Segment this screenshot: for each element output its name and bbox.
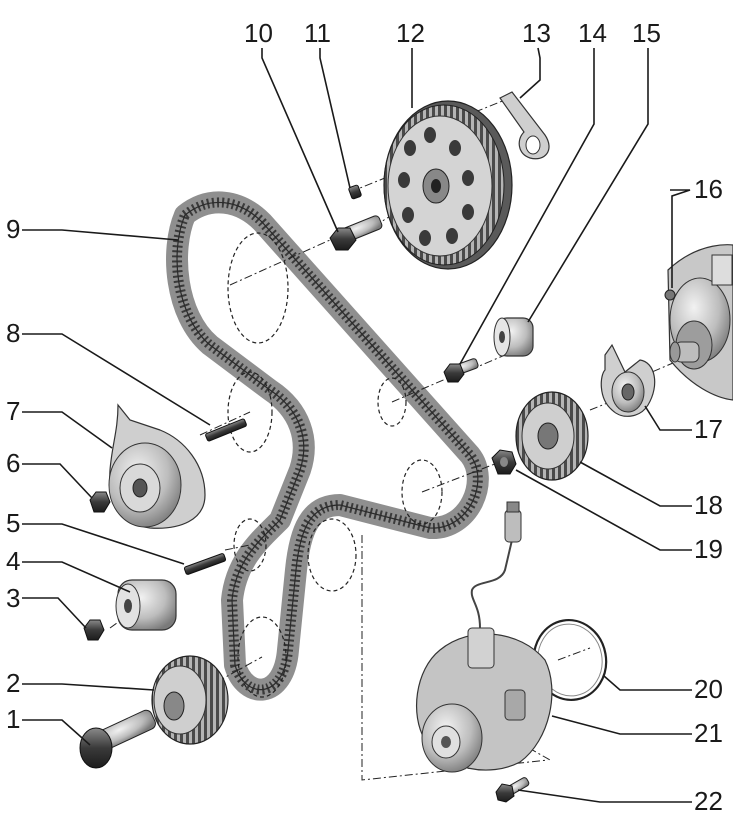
bolt-10 xyxy=(329,215,383,251)
timing-belt xyxy=(166,191,489,701)
nut-3 xyxy=(83,619,105,641)
callout-12: 12 xyxy=(396,18,425,48)
phantom-circles xyxy=(227,232,443,698)
camshaft-sprocket-12 xyxy=(383,100,513,270)
callout-21: 21 xyxy=(694,718,723,748)
callout-9: 9 xyxy=(6,214,21,244)
bolt-11 xyxy=(348,184,362,200)
tensioner-pulley-7 xyxy=(108,403,206,529)
leader-lines xyxy=(22,47,692,803)
callout-10: 10 xyxy=(244,18,273,48)
pump-sprocket-18 xyxy=(515,391,589,481)
callout-8: 8 xyxy=(6,318,21,348)
crankshaft-bolt-1 xyxy=(79,709,156,769)
pump-hub-17 xyxy=(600,343,656,417)
callout-3: 3 xyxy=(6,583,21,613)
callout-7: 7 xyxy=(6,396,21,426)
callout-14: 14 xyxy=(578,18,607,48)
callout-6: 6 xyxy=(6,448,21,478)
holder-13 xyxy=(499,91,550,160)
callout-20: 20 xyxy=(694,674,723,704)
idler-roller-4 xyxy=(115,579,177,631)
bolt-14 xyxy=(443,358,479,383)
callout-13: 13 xyxy=(522,18,551,48)
callout-16: 16 xyxy=(694,174,723,204)
callout-17: 17 xyxy=(694,414,723,444)
callout-1: 1 xyxy=(6,704,21,734)
callout-22: 22 xyxy=(694,786,723,816)
crankshaft-sprocket-2 xyxy=(151,655,229,745)
callout-2: 2 xyxy=(6,668,21,698)
bolt-22 xyxy=(495,777,530,803)
callout-15: 15 xyxy=(632,18,661,48)
idler-roller-15 xyxy=(493,317,534,357)
callout-4: 4 xyxy=(6,546,21,576)
callout-5: 5 xyxy=(6,508,21,538)
callout-18: 18 xyxy=(694,490,723,520)
callout-19: 19 xyxy=(694,534,723,564)
stud-8 xyxy=(205,418,247,442)
callout-11: 11 xyxy=(304,18,331,48)
high-pressure-pump-16 xyxy=(664,244,733,401)
nut-6 xyxy=(89,491,111,513)
pump-assembly-21 xyxy=(415,501,553,773)
nut-19 xyxy=(491,449,517,475)
stud-5 xyxy=(183,553,227,575)
